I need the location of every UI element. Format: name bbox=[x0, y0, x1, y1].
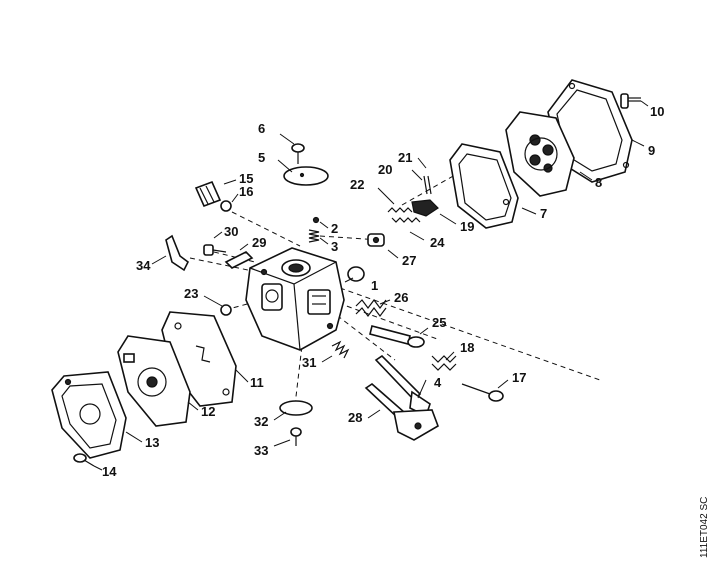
callout-3: 3 bbox=[331, 239, 338, 254]
part-30-screw bbox=[203, 244, 227, 256]
part-25-screw bbox=[369, 325, 425, 348]
part-21-pin bbox=[423, 175, 432, 195]
part-19-lever bbox=[411, 199, 439, 217]
callout-32: 32 bbox=[254, 414, 268, 429]
part-31-spring bbox=[331, 340, 350, 359]
callout-26: 26 bbox=[394, 290, 408, 305]
part-23-plug bbox=[220, 304, 232, 316]
part-27-nozzle bbox=[367, 233, 385, 247]
callout-27: 27 bbox=[402, 253, 416, 268]
part-22-spring bbox=[387, 207, 413, 213]
callout-2: 2 bbox=[331, 221, 338, 236]
part-11-gasket bbox=[161, 311, 237, 407]
part-6-screw bbox=[291, 143, 305, 164]
part-24-spring bbox=[391, 217, 421, 223]
callout-13: 13 bbox=[145, 435, 159, 450]
callout-5: 5 bbox=[258, 150, 265, 165]
part-4-throttle-shaft bbox=[374, 354, 431, 418]
callout-16: 16 bbox=[239, 184, 253, 199]
callout-31: 31 bbox=[302, 355, 316, 370]
part-7-gasket bbox=[449, 143, 519, 229]
part-12-diaphragm bbox=[117, 335, 191, 427]
callout-10: 10 bbox=[650, 104, 664, 119]
callout-15: 15 bbox=[239, 171, 253, 186]
callout-9: 9 bbox=[648, 143, 655, 158]
callout-20: 20 bbox=[378, 162, 392, 177]
carburetor-body bbox=[245, 247, 345, 351]
callout-8: 8 bbox=[595, 175, 602, 190]
part-8-diaphragm bbox=[505, 111, 575, 197]
callout-14: 14 bbox=[102, 464, 117, 479]
callout-23: 23 bbox=[184, 286, 198, 301]
part-29-clip bbox=[224, 251, 254, 269]
callout-34: 34 bbox=[136, 258, 151, 273]
part-16-washer bbox=[220, 200, 232, 212]
part-13-cover bbox=[51, 371, 127, 459]
callout-12: 12 bbox=[201, 404, 215, 419]
document-code: 111ET042 SC bbox=[699, 497, 710, 558]
part-15-fitting bbox=[194, 180, 222, 208]
callout-22: 22 bbox=[350, 177, 364, 192]
callout-11: 11 bbox=[250, 375, 264, 390]
part-18-spring bbox=[431, 355, 457, 371]
callout-21: 21 bbox=[398, 150, 412, 165]
callout-labels: 1 2 3 4 5 6 7 8 9 10 11 12 13 14 15 16 1… bbox=[102, 104, 664, 479]
part-17-screw bbox=[461, 383, 504, 402]
callout-17: 17 bbox=[512, 370, 526, 385]
callout-29: 29 bbox=[252, 235, 266, 250]
part-10-screw bbox=[620, 93, 641, 109]
callout-30: 30 bbox=[224, 224, 238, 239]
callout-19: 19 bbox=[460, 219, 474, 234]
callout-4: 4 bbox=[434, 375, 442, 390]
part-2-ball bbox=[312, 216, 320, 224]
part-14-screw bbox=[73, 453, 95, 467]
callout-18: 18 bbox=[460, 340, 474, 355]
part-28-choke-shaft bbox=[364, 382, 439, 441]
callout-28: 28 bbox=[348, 410, 362, 425]
part-33-screw bbox=[290, 427, 302, 446]
part-3-spring bbox=[308, 229, 320, 243]
leader-lines bbox=[93, 100, 649, 471]
part-26-spring bbox=[355, 299, 387, 317]
part-5-disc bbox=[283, 166, 329, 186]
callout-25: 25 bbox=[432, 315, 446, 330]
part-34-elbow bbox=[165, 234, 190, 272]
callout-24: 24 bbox=[430, 235, 445, 250]
callout-6: 6 bbox=[258, 121, 265, 136]
callout-33: 33 bbox=[254, 443, 268, 458]
callout-1: 1 bbox=[371, 278, 378, 293]
part-32-disc bbox=[279, 400, 313, 416]
callout-7: 7 bbox=[540, 206, 547, 221]
part-1-o-ring bbox=[347, 266, 365, 282]
